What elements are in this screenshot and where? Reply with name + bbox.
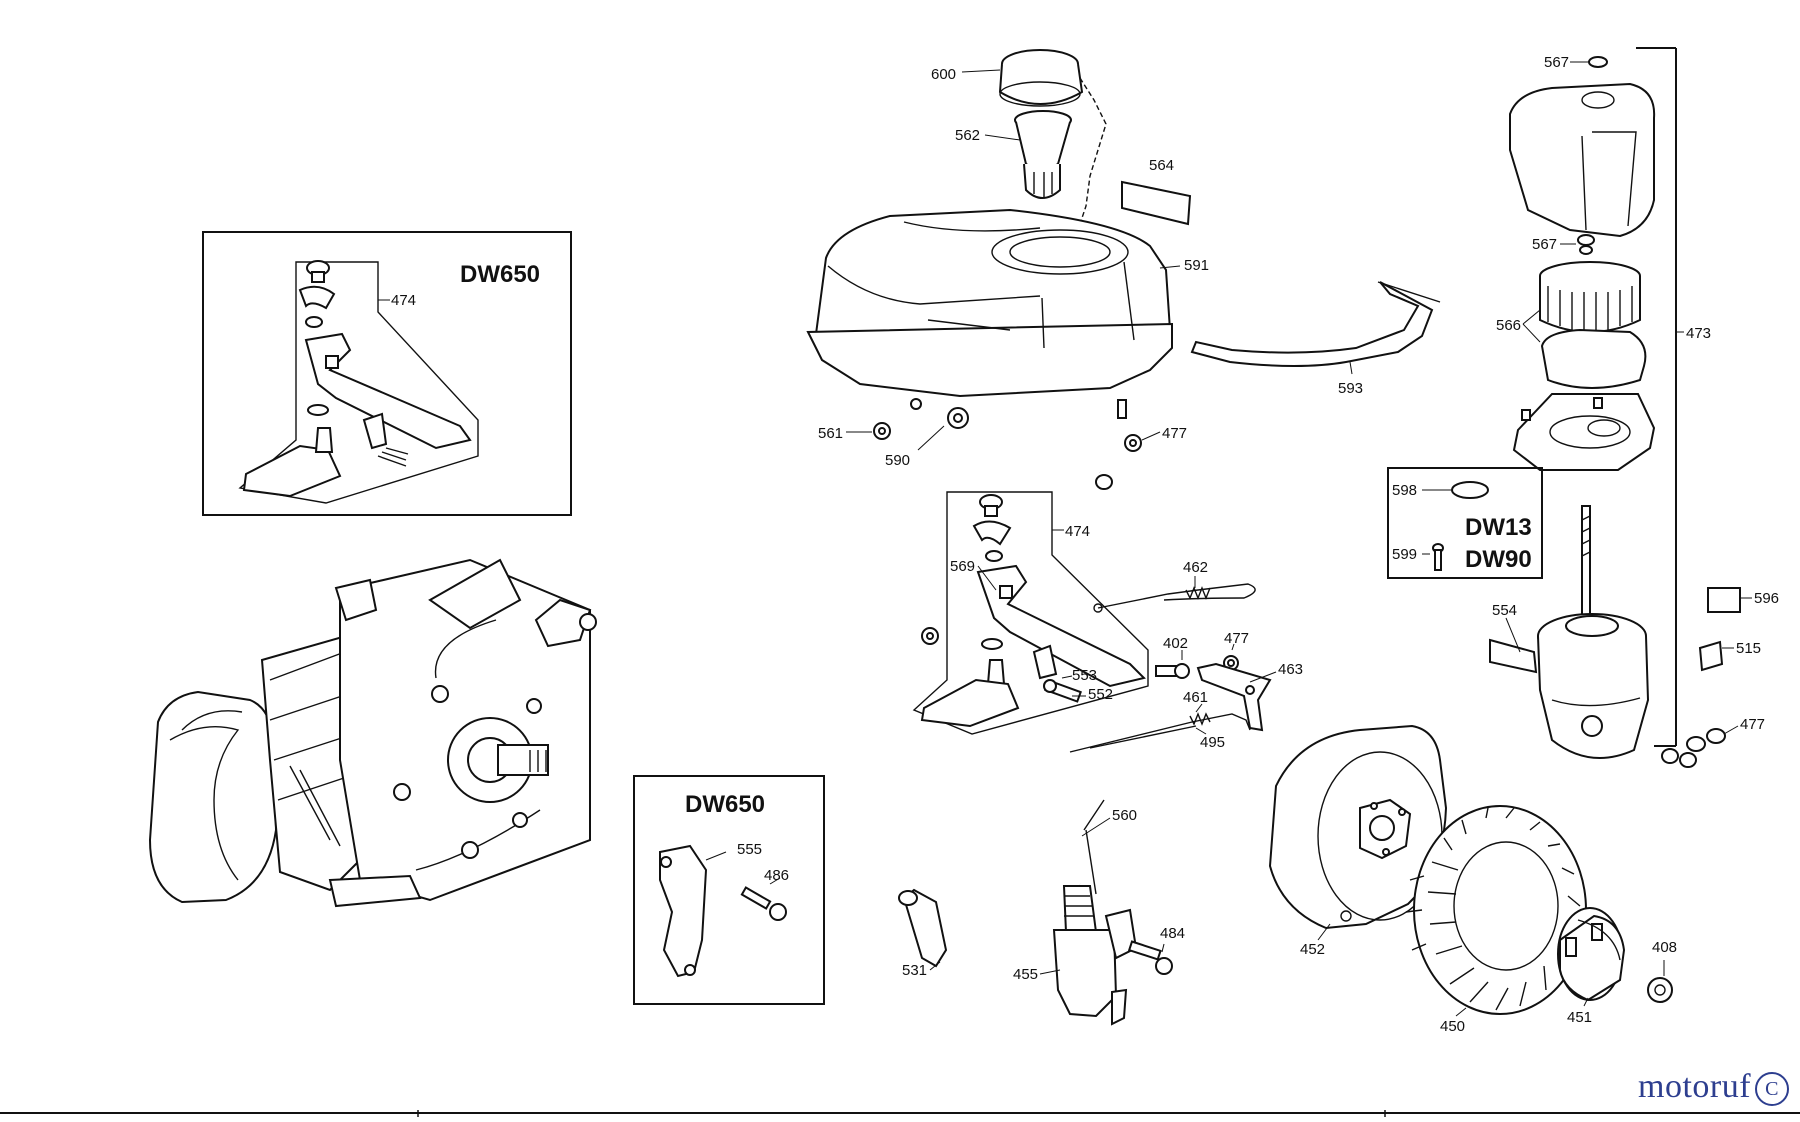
label-486: 486 — [764, 867, 789, 884]
label-461: 461 — [1183, 689, 1208, 706]
label-564: 564 — [1149, 157, 1174, 174]
label-598: 598 — [1392, 482, 1417, 499]
label-408: 408 — [1652, 939, 1677, 956]
ignition-coil-icon — [898, 799, 1138, 1026]
label-452: 452 — [1300, 941, 1325, 958]
label-553: 553 — [1072, 667, 1097, 684]
dw650-label-b: DW650 — [685, 791, 765, 818]
label-567-a: 567 — [1544, 54, 1569, 71]
label-sticker-564-icon — [1121, 180, 1192, 226]
label-561: 561 — [818, 425, 843, 442]
screw-599-icon — [1432, 543, 1444, 571]
label-462: 462 — [1183, 559, 1208, 576]
air-filter-cover-icon — [1509, 82, 1656, 238]
label-450: 450 — [1440, 1018, 1465, 1035]
cooling-fan-icon — [1405, 805, 1587, 1015]
bolt-402-icon — [1155, 663, 1190, 679]
dw650-label-a: DW650 — [460, 261, 540, 288]
governor-spring-462-icon — [1093, 583, 1256, 613]
throttle-assembly-icon — [912, 491, 1149, 735]
sticker-596-icon — [1707, 587, 1741, 613]
throttle-lever-icon — [242, 260, 472, 498]
label-552: 552 — [1088, 686, 1113, 703]
dw650-inset-bracket: DW650 555 486 — [633, 775, 825, 1005]
fuel-tank-icon — [806, 208, 1173, 419]
cap-598-icon — [1451, 481, 1489, 499]
label-554: 554 — [1492, 602, 1517, 619]
label-590: 590 — [885, 452, 910, 469]
nuts-477-c-icon — [1661, 728, 1726, 768]
label-484: 484 — [1160, 925, 1185, 942]
label-402: 402 — [1163, 635, 1188, 652]
label-451: 451 — [1567, 1009, 1592, 1026]
fuel-hose-icon — [938, 407, 1113, 490]
dw13-dw90-inset: 598 599 DW13 DW90 — [1387, 467, 1543, 579]
dw650-inset-throttle: DW650 474 — [202, 231, 572, 516]
label-455: 455 — [1013, 966, 1038, 983]
nut-408-icon — [1647, 977, 1673, 1003]
engine-block-icon — [148, 558, 597, 908]
watermark-mark: C — [1755, 1072, 1790, 1107]
nut-567-a-icon — [1588, 56, 1608, 68]
label-474: 474 — [1065, 523, 1090, 540]
label-562: 562 — [955, 127, 980, 144]
bolt-486-icon — [740, 886, 787, 921]
label-566: 566 — [1496, 317, 1521, 334]
label-473: 473 — [1686, 325, 1711, 342]
fuel-strainer-icon — [1014, 110, 1072, 199]
air-filter-base-icon — [1512, 393, 1656, 471]
screw-561-icon — [873, 422, 891, 440]
throttle-rod-461-icon — [1069, 712, 1251, 753]
tank-bracket-593-icon — [1190, 281, 1441, 367]
label-477-a: 477 — [1162, 425, 1187, 442]
sticker-515-icon — [1698, 640, 1724, 672]
carburetor-554-icon — [1489, 505, 1650, 759]
air-filter-element-icon — [1539, 261, 1647, 389]
screw-553-552-icon — [1043, 679, 1082, 703]
governor-arm-463-icon — [1196, 662, 1272, 732]
label-495: 495 — [1200, 734, 1225, 751]
label-560: 560 — [1112, 807, 1137, 824]
label-567-b: 567 — [1532, 236, 1557, 253]
starter-cup-451-icon — [1557, 907, 1626, 1002]
label-599: 599 — [1392, 546, 1417, 563]
label-477-b: 477 — [1224, 630, 1249, 647]
nut-567-b-icon — [1577, 234, 1595, 255]
bolt-484-icon — [1127, 940, 1173, 975]
label-515: 515 — [1736, 640, 1761, 657]
label-569: 569 — [950, 558, 975, 575]
label-531: 531 — [902, 962, 927, 979]
label-555: 555 — [737, 841, 762, 858]
label-591: 591 — [1184, 257, 1209, 274]
label-596: 596 — [1754, 590, 1779, 607]
flywheel-shroud-icon — [1268, 724, 1448, 930]
label-593: 593 — [1338, 380, 1363, 397]
label-474-inset: 474 — [391, 292, 416, 309]
watermark-text: motoruf — [1638, 1068, 1752, 1105]
nut-477-a-icon — [1124, 434, 1142, 452]
dw90-label: DW90 — [1465, 546, 1532, 573]
label-463: 463 — [1278, 661, 1303, 678]
dw13-label: DW13 — [1465, 514, 1532, 541]
label-600: 600 — [931, 66, 956, 83]
label-477-c: 477 — [1740, 716, 1765, 733]
